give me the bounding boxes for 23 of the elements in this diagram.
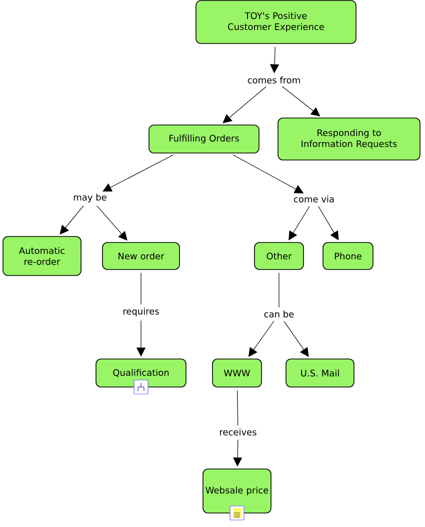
concept-box: TOY's Positive Customer Experience	[196, 0, 356, 44]
concept-box: Other	[254, 242, 304, 270]
concept-box: Phone	[322, 242, 374, 270]
connector-arrow	[288, 206, 310, 240]
concept-box: Automatic re-order	[2, 236, 82, 276]
connector-arrow	[318, 206, 339, 240]
linking-phrase: can be	[262, 310, 296, 318]
concept-box: WWW	[212, 358, 262, 388]
concept-box: U.S. Mail	[286, 358, 354, 388]
connector-arrow	[284, 320, 309, 357]
connector-arrow	[222, 86, 266, 124]
linking-phrase: come via	[292, 194, 336, 204]
linking-phrase: receives	[218, 428, 258, 436]
concept-box: Responding to Information Requests	[278, 118, 420, 160]
linking-phrase: may be	[72, 192, 108, 204]
concept-box: Websale price	[202, 468, 272, 514]
concept-box: Qualification	[96, 358, 186, 388]
connector-arrow	[248, 320, 274, 357]
concept-box: New order	[102, 242, 180, 270]
linking-phrase: comes from	[246, 76, 302, 84]
connector-arrow	[102, 154, 174, 192]
concept-box: Fulfilling Orders	[148, 124, 260, 154]
linking-phrase: requires	[122, 306, 160, 318]
